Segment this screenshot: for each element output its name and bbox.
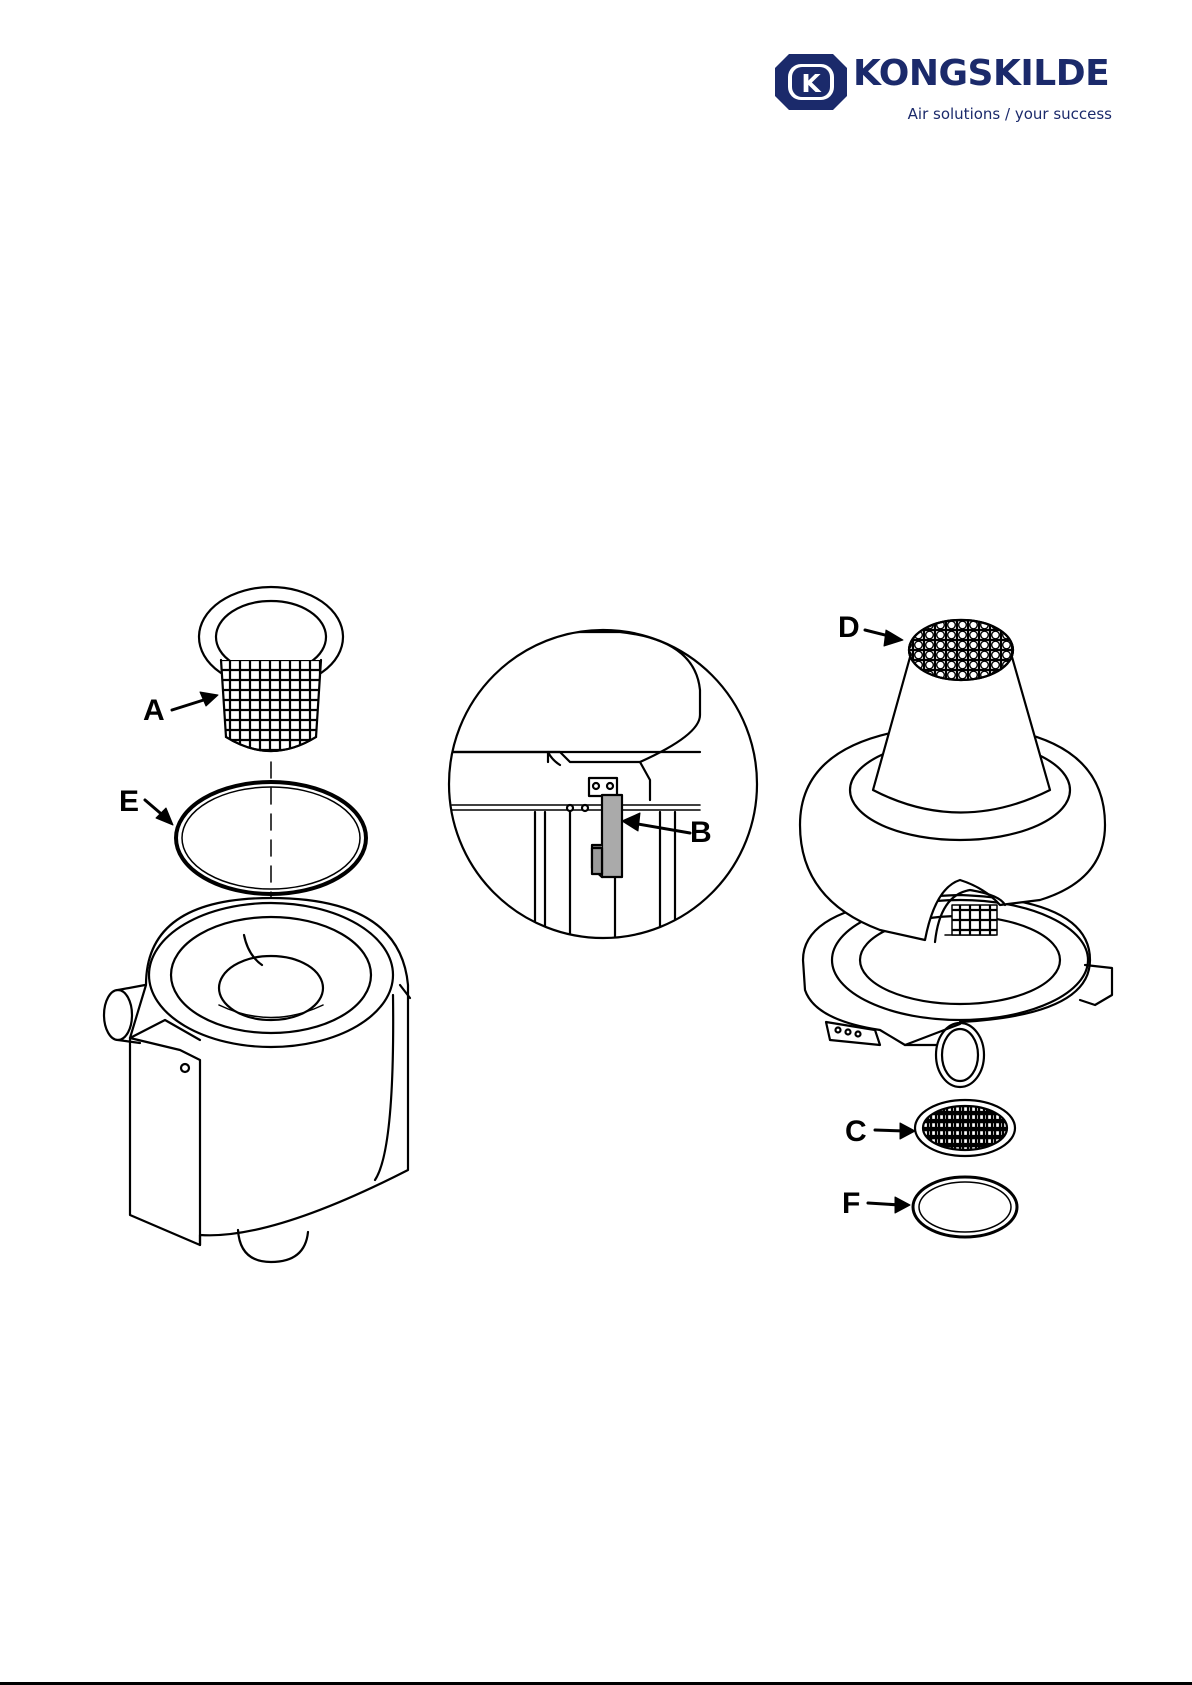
grille-part (915, 1100, 1015, 1156)
callout-label-d: D (838, 613, 860, 643)
callout-label-b: B (690, 818, 712, 848)
callout-label-e: E (119, 787, 139, 817)
gasket-ring-part (913, 1177, 1017, 1237)
callout-label-c: C (845, 1117, 867, 1147)
latch-detail-view (440, 630, 757, 940)
filter-basket-part (199, 587, 343, 751)
callout-label-f: F (842, 1189, 860, 1219)
fan-unit-part (800, 620, 1112, 1087)
cyclone-housing-part (104, 898, 410, 1262)
callout-label-a: A (143, 696, 165, 726)
